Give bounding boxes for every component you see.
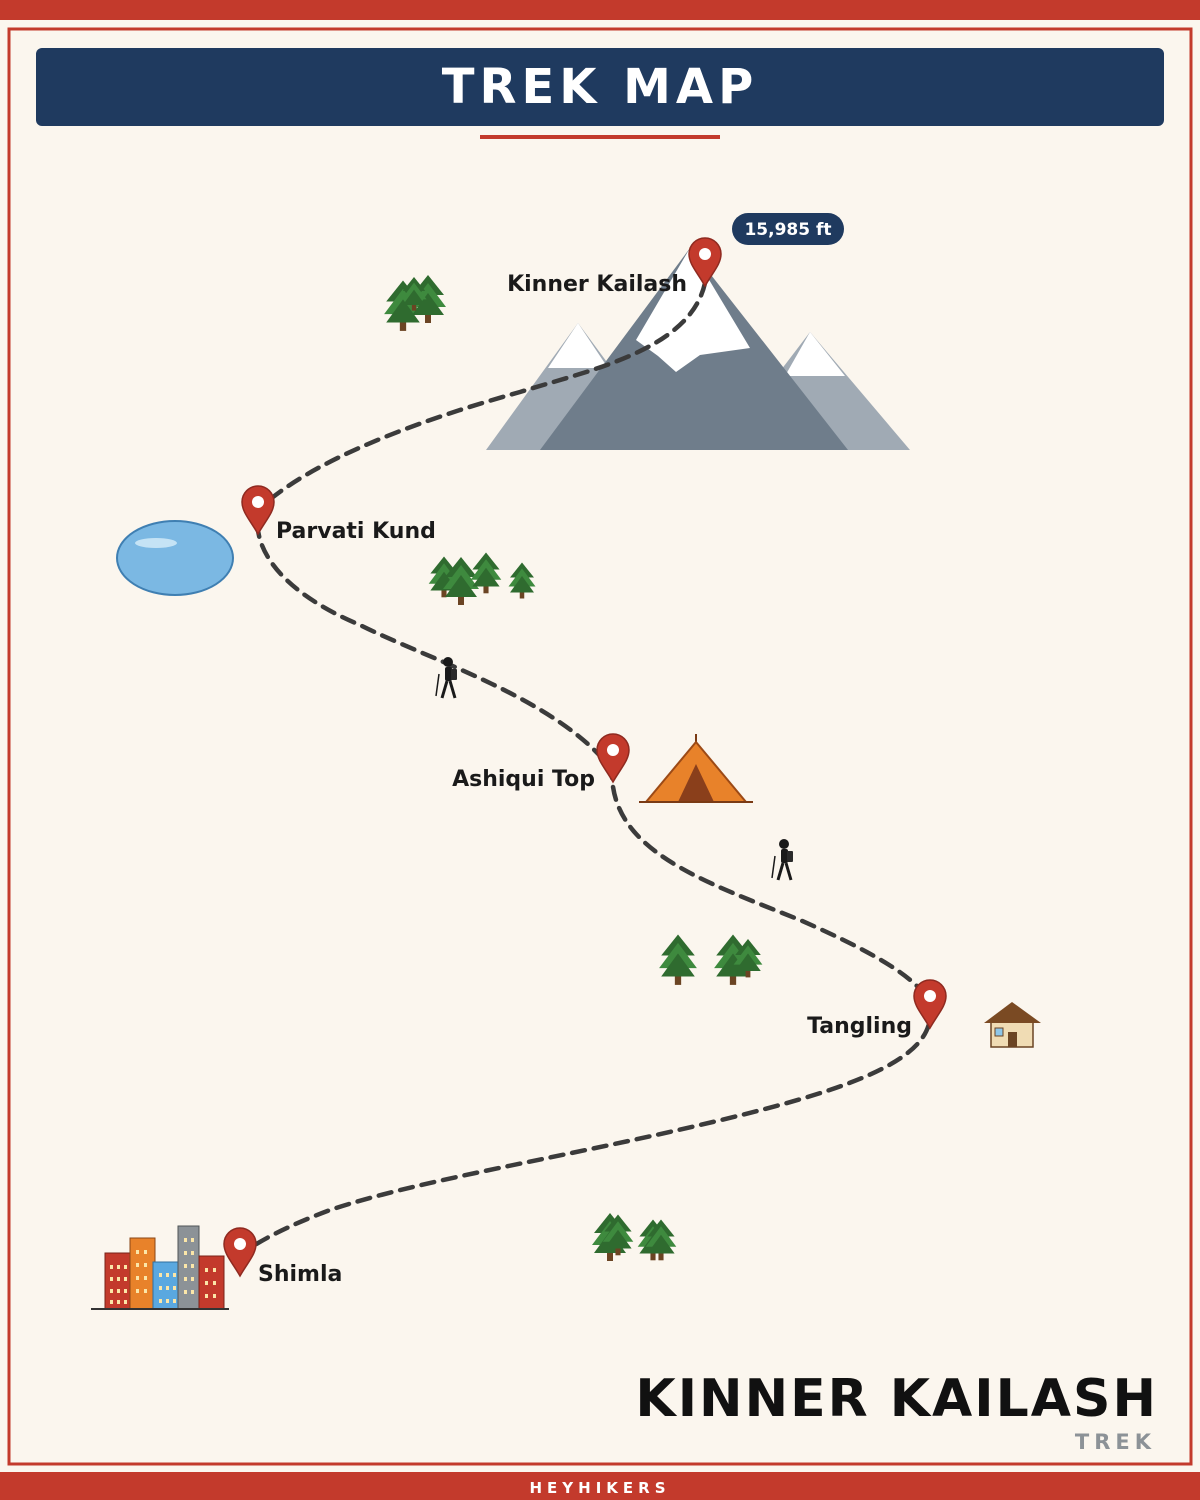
- hiker-icon: [434, 655, 459, 700]
- tree-cluster-2: [428, 552, 536, 605]
- tree-icon: [508, 562, 536, 599]
- elevation-label: 15,985 ft: [744, 220, 831, 240]
- trek-trail: [237, 280, 933, 1258]
- house-icon: [984, 1002, 1041, 1048]
- elevation-badge: 15,985 ft: [732, 213, 844, 245]
- city-icon: [91, 1225, 229, 1310]
- tree-cluster-4: [592, 1213, 677, 1261]
- tree-cluster-1: [384, 275, 446, 331]
- map-pin-icon[interactable]: [223, 1227, 257, 1277]
- brand-name: HEYHIKERS: [529, 1479, 670, 1497]
- page-title: TREK MAP: [442, 59, 759, 115]
- title-underline: [480, 135, 720, 139]
- lake-icon: [116, 520, 234, 596]
- trek-subtitle: TREK: [1075, 1430, 1156, 1454]
- tent-icon: [639, 734, 753, 803]
- tree-cluster-3: [659, 934, 763, 985]
- title-banner: [36, 48, 1164, 126]
- map-pin-icon[interactable]: [241, 485, 275, 535]
- stop-label-ashiqui-top: Ashiqui Top: [452, 767, 595, 792]
- hiker-icon: [770, 837, 795, 882]
- map-pin-icon[interactable]: [913, 979, 947, 1029]
- stop-label-kinner-kailash: Kinner Kailash: [507, 272, 687, 297]
- stop-label-parvati-kund: Parvati Kund: [276, 519, 436, 544]
- bottom-band: [0, 1472, 1200, 1500]
- trek-title: KINNER KAILASH: [635, 1369, 1158, 1429]
- stop-label-shimla: Shimla: [258, 1262, 342, 1287]
- map-pin-icon[interactable]: [596, 733, 630, 783]
- tree-icon: [659, 934, 697, 985]
- top-band: [0, 0, 1200, 20]
- stop-label-tangling: Tangling: [807, 1014, 912, 1039]
- poster-frame: [7, 27, 1193, 1466]
